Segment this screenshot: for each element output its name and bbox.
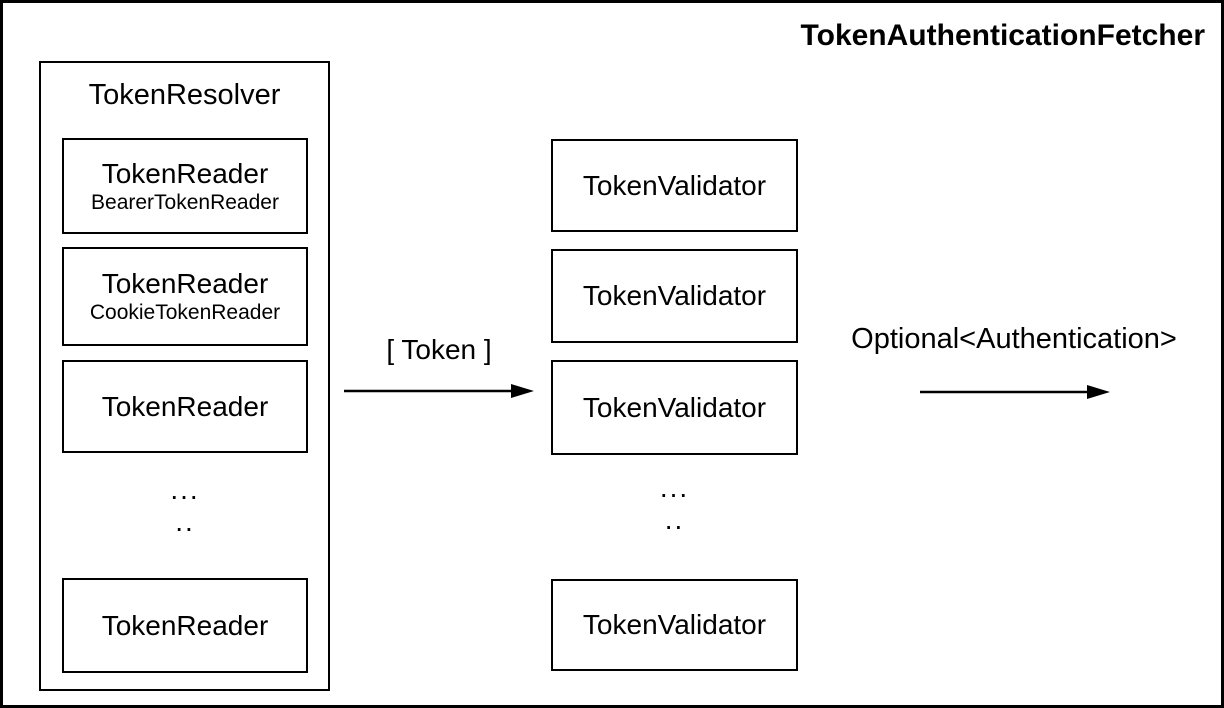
token-reader-impl: CookieTokenReader (89, 301, 281, 324)
token-resolver-label: TokenResolver (88, 79, 281, 111)
token-validator-box-3: TokenValidator (551, 360, 798, 455)
token-validator-title: TokenValidator (582, 169, 767, 201)
token-reader-box-cookie: TokenReader CookieTokenReader (62, 247, 308, 346)
diagram-title: TokenAuthenticationFetcher (800, 19, 1205, 52)
validators-ellipsis-line-2: .. (664, 504, 685, 535)
token-validator-title: TokenValidator (582, 280, 767, 311)
token-reader-impl: BearerTokenReader (91, 190, 279, 214)
token-reader-title: TokenReader (101, 268, 269, 299)
token-reader-title: TokenReader (101, 390, 269, 422)
token-reader-title: TokenReader (101, 157, 269, 189)
token-reader-box-3: TokenReader (62, 360, 308, 453)
token-reader-box-bearer: TokenReader BearerTokenReader (62, 138, 308, 234)
readers-ellipsis-line-1: ... (170, 474, 200, 505)
output-flow-arrow-right-icon (920, 385, 1110, 399)
token-flow-arrow-right-icon (344, 384, 534, 398)
output-arrow-label: Optional<Authentication> (851, 323, 1177, 355)
token-arrow-label: [ Token ] (386, 334, 492, 365)
token-validator-title: TokenValidator (582, 609, 767, 640)
token-validator-box-2: TokenValidator (551, 249, 798, 343)
token-validator-box-4: TokenValidator (551, 579, 798, 671)
token-validator-box-1: TokenValidator (551, 139, 798, 232)
readers-ellipsis-line-2: .. (175, 506, 195, 537)
token-resolver-container: TokenResolver TokenReader BearerTokenRea… (39, 61, 330, 691)
token-validator-title: TokenValidator (582, 391, 767, 423)
token-reader-box-4: TokenReader (62, 578, 308, 673)
validators-ellipsis-line-1: ... (659, 472, 690, 503)
token-reader-title: TokenReader (101, 609, 269, 641)
